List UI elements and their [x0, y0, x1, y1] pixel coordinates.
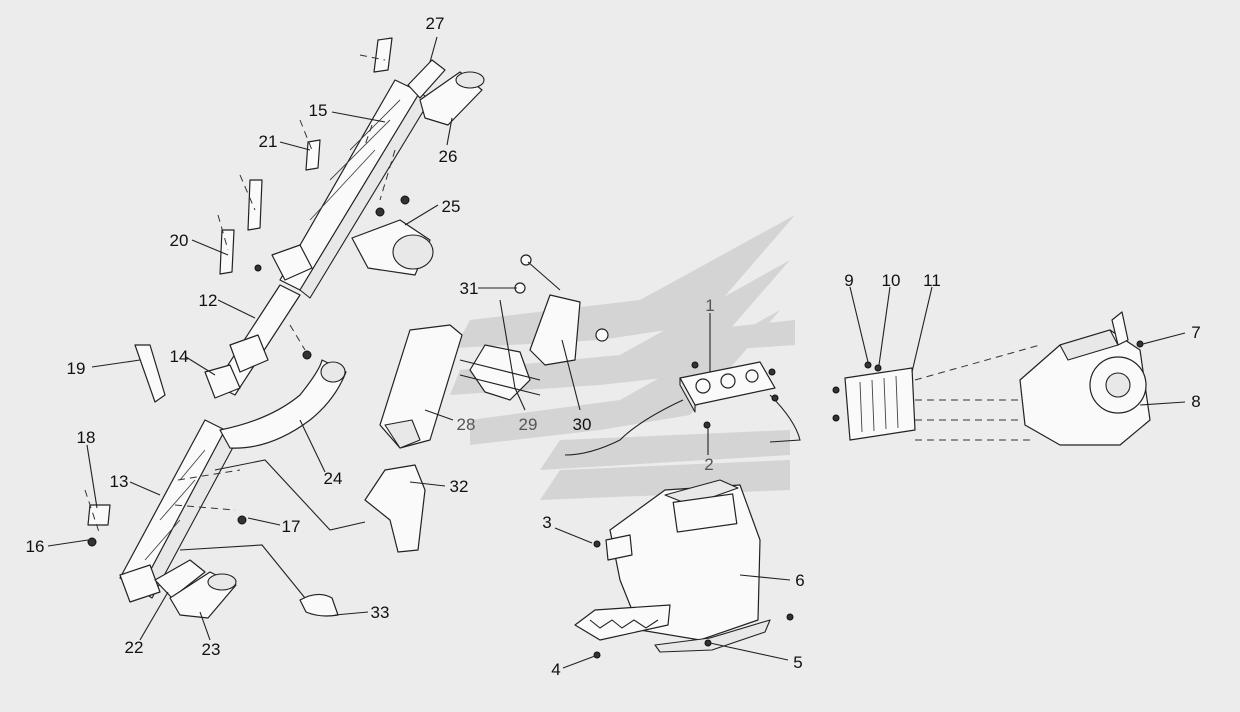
callout-29: 29: [519, 415, 538, 434]
callout-18: 18: [77, 428, 96, 447]
vent-nozzles-left: [154, 59, 485, 619]
callout-23: 23: [202, 640, 221, 659]
callout-24: 24: [324, 469, 343, 488]
callout-19: 19: [67, 359, 86, 378]
callout-2: 2: [704, 455, 713, 474]
callout-11: 11: [923, 271, 941, 290]
callout-26: 26: [439, 147, 458, 166]
callout-8: 8: [1191, 392, 1200, 411]
callout-5: 5: [793, 653, 802, 672]
control-panel: [564, 361, 801, 456]
callout-14: 14: [170, 347, 189, 366]
callout-30: 30: [573, 415, 592, 434]
callout-31: 31: [460, 279, 479, 298]
callout-27: 27: [426, 14, 445, 33]
callout-25: 25: [442, 197, 461, 216]
callout-21: 21: [259, 132, 278, 151]
blower-assembly: [832, 311, 1151, 446]
callout-4: 4: [551, 660, 560, 679]
callout-16: 16: [26, 537, 45, 556]
callout-10: 10: [882, 271, 901, 290]
callout-9: 9: [844, 271, 853, 290]
callout-6: 6: [795, 571, 804, 590]
callout-20: 20: [170, 231, 189, 250]
center-ducts: [364, 254, 609, 553]
callout-17: 17: [282, 517, 301, 536]
callout-1: 1: [705, 296, 714, 315]
callout-32: 32: [450, 477, 469, 496]
callout-12: 12: [199, 291, 218, 310]
callout-15: 15: [309, 101, 328, 120]
callout-7: 7: [1191, 323, 1200, 342]
callout-33: 33: [371, 603, 390, 622]
callout-13: 13: [110, 472, 129, 491]
callout-labels: 1 2 3 4 5 6 7 8 9 10 11 12 13 14 15 16 1…: [26, 14, 1201, 679]
heater-housing: [574, 479, 794, 659]
leader-lines: [47, 36, 1186, 669]
dashboard-duct-assembly: [84, 37, 431, 603]
callout-3: 3: [542, 513, 551, 532]
callout-22: 22: [125, 638, 144, 657]
callout-28: 28: [457, 415, 476, 434]
